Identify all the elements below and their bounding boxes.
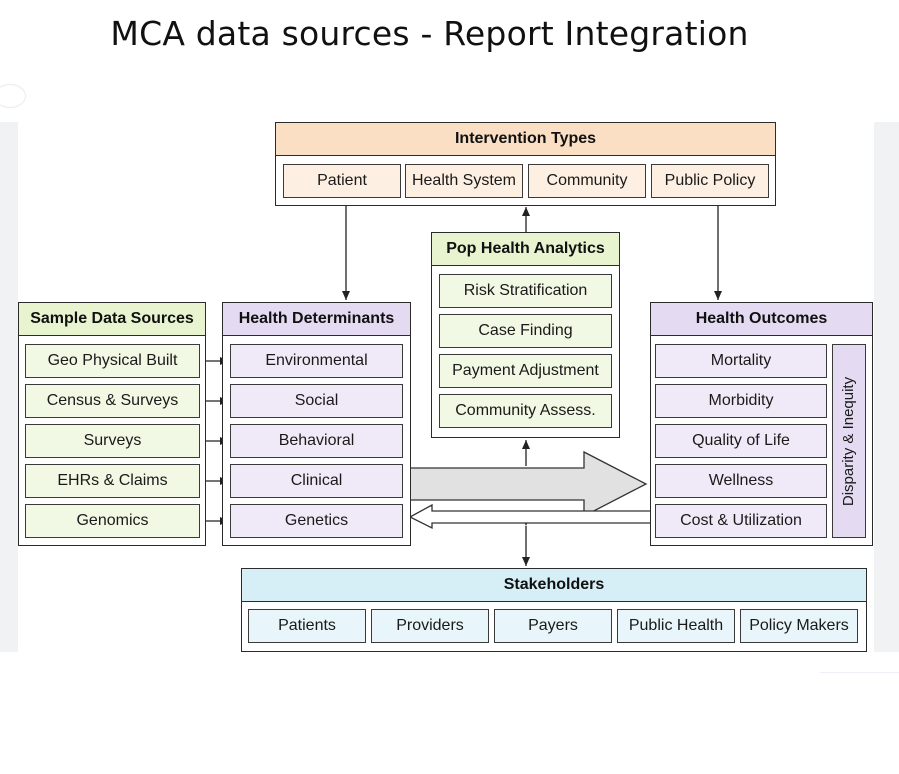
analytics-case-finding: Case Finding (439, 314, 612, 348)
outcome-morbidity: Morbidity (655, 384, 827, 418)
intervention-health-system: Health System (405, 164, 523, 198)
left-margin-band (0, 122, 18, 652)
determinant-environmental: Environmental (230, 344, 403, 378)
page-title: MCA data sources - Report Integration (110, 14, 749, 53)
analytics-community-assess: Community Assess. (439, 394, 612, 428)
right-margin-band (874, 122, 899, 652)
stakeholder-public-health: Public Health (617, 609, 735, 643)
outcome-quality-of-life: Quality of Life (655, 424, 827, 458)
stakeholder-payers: Payers (494, 609, 612, 643)
data-sources-header: Sample Data Sources (18, 302, 206, 336)
source-geo-physical-built: Geo Physical Built (25, 344, 200, 378)
big-arrow-determinants-to-outcomes (408, 450, 648, 518)
feedback-arrow-outcomes-to-determinants (408, 503, 652, 530)
stakeholder-providers: Providers (371, 609, 489, 643)
intervention-public-policy: Public Policy (651, 164, 769, 198)
determinant-social: Social (230, 384, 403, 418)
decorative-circle (0, 84, 26, 108)
stakeholder-patients: Patients (248, 609, 366, 643)
analytics-payment-adjustment: Payment Adjustment (439, 354, 612, 388)
intervention-patient: Patient (283, 164, 401, 198)
outcome-cost-utilization: Cost & Utilization (655, 504, 827, 538)
decorative-line (820, 672, 899, 676)
outcome-wellness: Wellness (655, 464, 827, 498)
determinant-clinical: Clinical (230, 464, 403, 498)
source-census-surveys: Census & Surveys (25, 384, 200, 418)
outcomes-header: Health Outcomes (650, 302, 873, 336)
disparity-inequity-label: Disparity & Inequity (840, 376, 858, 506)
determinant-behavioral: Behavioral (230, 424, 403, 458)
stakeholder-policy-makers: Policy Makers (740, 609, 858, 643)
source-genomics: Genomics (25, 504, 200, 538)
intervention-community: Community (528, 164, 646, 198)
source-ehrs-claims: EHRs & Claims (25, 464, 200, 498)
source-surveys: Surveys (25, 424, 200, 458)
analytics-risk-stratification: Risk Stratification (439, 274, 612, 308)
determinant-genetics: Genetics (230, 504, 403, 538)
stakeholders-header: Stakeholders (241, 568, 867, 602)
analytics-header: Pop Health Analytics (431, 232, 620, 266)
determinants-header: Health Determinants (222, 302, 411, 336)
disparity-inequity-bar: Disparity & Inequity (832, 344, 866, 538)
intervention-types-header: Intervention Types (275, 122, 776, 156)
outcome-mortality: Mortality (655, 344, 827, 378)
